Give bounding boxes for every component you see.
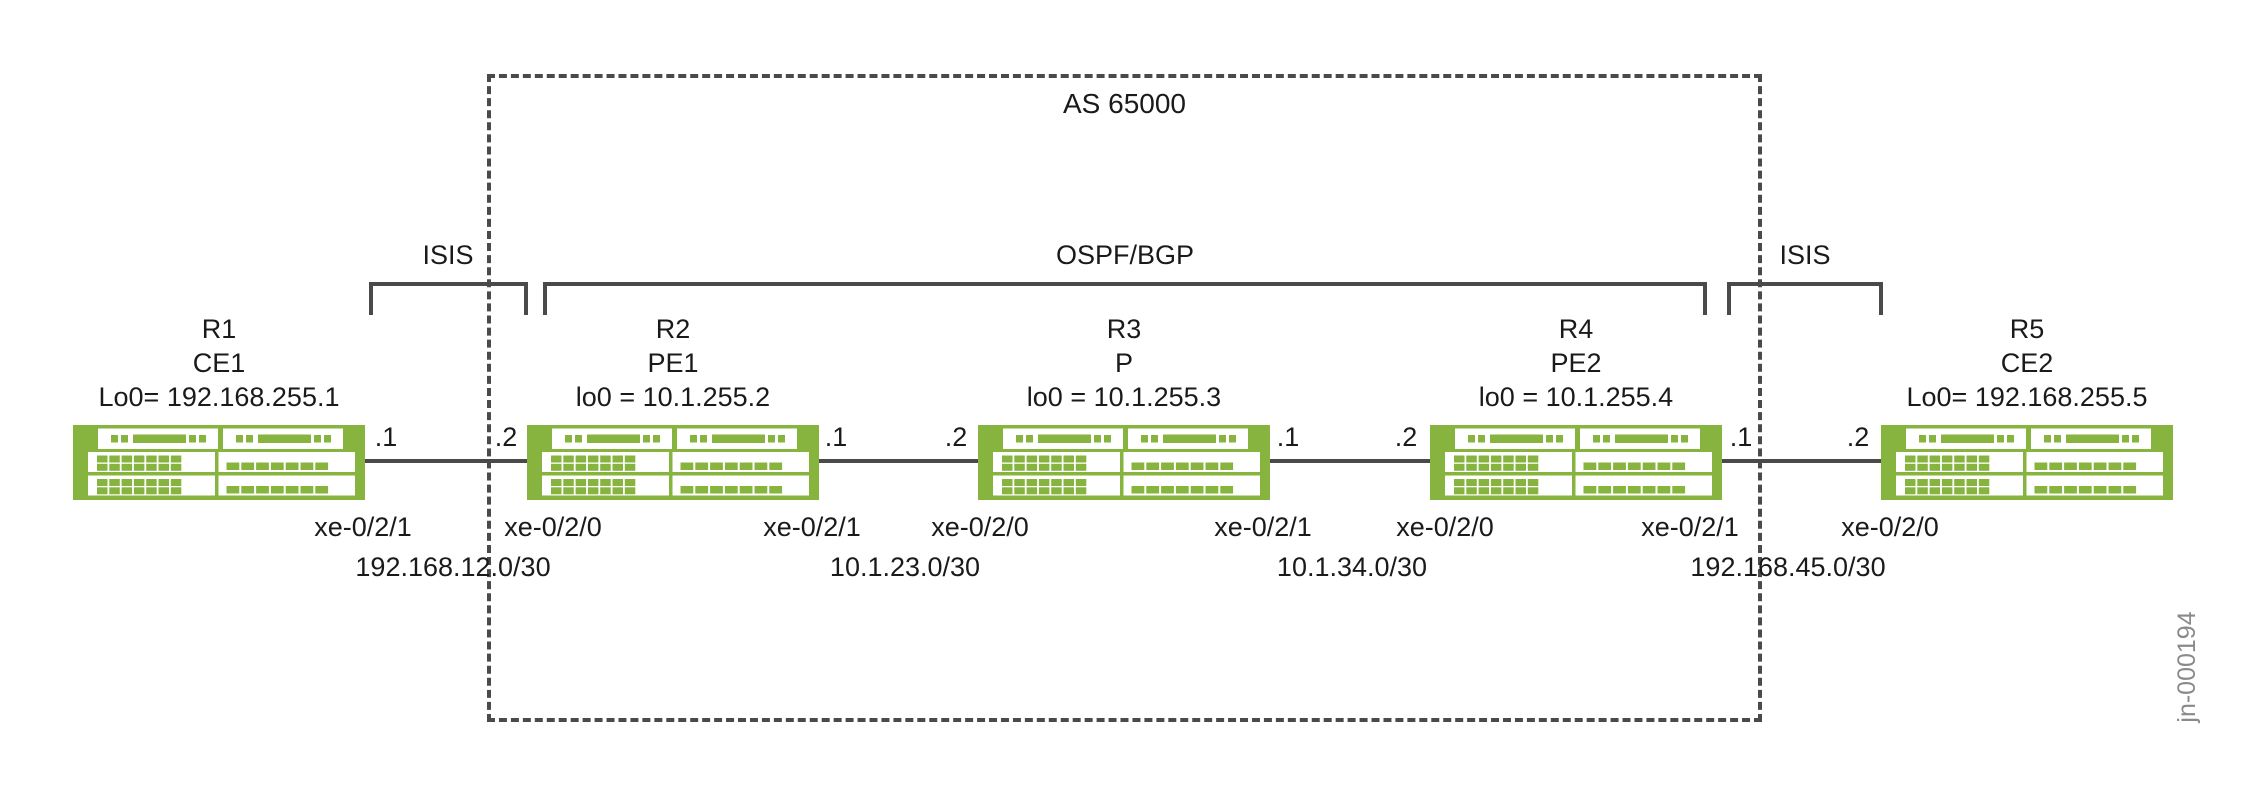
link-r3-r4	[1270, 459, 1430, 463]
link-r4-r5	[1722, 459, 1881, 463]
router-loopback: lo0 = 10.1.255.4	[1478, 382, 1674, 412]
ip-suffix-label: .2	[494, 422, 518, 452]
link-r1-r2	[365, 459, 527, 463]
router-label-r4: R4 PE2 lo0 = 10.1.255.4	[1356, 312, 1796, 414]
router-role: PE1	[647, 348, 699, 378]
router-role: CE2	[2000, 348, 2054, 378]
router-loopback: lo0 = 10.1.255.2	[575, 382, 771, 412]
subnet-label: 10.1.34.0/30	[1276, 552, 1428, 582]
subnet-label: 192.168.12.0/30	[355, 552, 551, 582]
ospf-bgp-label: OSPF/BGP	[1055, 240, 1195, 270]
router-icon	[73, 425, 365, 500]
isis-left-bracket	[369, 282, 528, 315]
figure-id: jn-000194	[2173, 611, 2201, 723]
ip-suffix-label: .2	[1846, 422, 1870, 452]
router-role: CE1	[192, 348, 246, 378]
router-icon	[527, 425, 819, 500]
router-label-r5: R5 CE2 Lo0= 192.168.255.5	[1807, 312, 2247, 414]
router-label-r3: R3 P lo0 = 10.1.255.3	[904, 312, 1344, 414]
as-boundary-box	[487, 74, 1762, 722]
router-loopback: lo0 = 10.1.255.3	[1026, 382, 1222, 412]
ip-suffix-label: .1	[374, 422, 398, 452]
router-name: R5	[2009, 314, 2045, 344]
router-name: R3	[1106, 314, 1142, 344]
interface-label: xe-0/2/1	[763, 512, 861, 542]
router-name: R2	[655, 314, 691, 344]
subnet-label: 10.1.23.0/30	[829, 552, 981, 582]
router-name: R1	[201, 314, 237, 344]
router-label-r2: R2 PE1 lo0 = 10.1.255.2	[453, 312, 893, 414]
interface-label: xe-0/2/1	[1214, 512, 1312, 542]
as-label: AS 65000	[1063, 88, 1186, 119]
interface-label: xe-0/2/0	[1841, 512, 1939, 542]
isis-right-label: ISIS	[1779, 240, 1831, 270]
isis-right-bracket	[1727, 282, 1883, 315]
isis-left-label: ISIS	[422, 240, 474, 270]
router-icon	[978, 425, 1270, 500]
ip-suffix-label: .1	[824, 422, 848, 452]
link-r2-r3	[819, 459, 978, 463]
router-loopback: Lo0= 192.168.255.5	[1906, 382, 2148, 412]
ip-suffix-label: .2	[944, 422, 968, 452]
ip-suffix-label: .1	[1276, 422, 1300, 452]
interface-label: xe-0/2/0	[931, 512, 1029, 542]
ip-suffix-label: .2	[1394, 422, 1418, 452]
router-icon	[1881, 425, 2173, 500]
router-label-r1: R1 CE1 Lo0= 192.168.255.1	[0, 312, 439, 414]
interface-label: xe-0/2/0	[1396, 512, 1494, 542]
router-role: P	[1114, 348, 1133, 378]
ospf-bgp-bracket	[543, 282, 1707, 315]
router-role: PE2	[1550, 348, 1602, 378]
interface-label: xe-0/2/1	[314, 512, 412, 542]
router-loopback: Lo0= 192.168.255.1	[98, 382, 340, 412]
router-icon	[1430, 425, 1722, 500]
interface-label: xe-0/2/0	[504, 512, 602, 542]
interface-label: xe-0/2/1	[1641, 512, 1739, 542]
subnet-label: 192.168.45.0/30	[1690, 552, 1886, 582]
router-name: R4	[1558, 314, 1594, 344]
ip-suffix-label: .1	[1729, 422, 1753, 452]
